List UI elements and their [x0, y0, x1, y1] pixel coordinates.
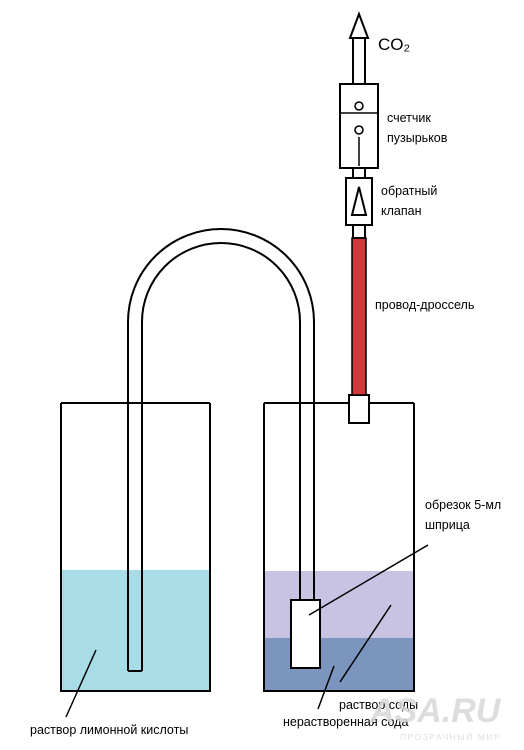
citric-solution-liquid — [61, 570, 210, 691]
watermark-brand: ASA.RU — [369, 692, 502, 730]
valve-lower-connector — [352, 224, 366, 239]
throttle-wire — [351, 237, 367, 396]
bubble-counter-label-line2: пузырьков — [387, 131, 448, 145]
left-vessel — [60, 402, 211, 692]
undissolved-soda-label: нерастворенная сода — [283, 715, 408, 729]
check-valve — [345, 177, 373, 226]
check-valve-label-line2: клапан — [381, 204, 422, 218]
soda-solution-pointer — [339, 604, 392, 683]
right-vessel-outline — [263, 403, 415, 692]
right-vessel — [263, 402, 415, 692]
bubble-lower — [354, 125, 364, 135]
undissolved-soda-pointer — [317, 665, 335, 710]
watermark-tagline: ПРОЗРАЧНЫЙ МИР — [400, 731, 501, 742]
bubble-counter-label-line1: счетчик — [387, 111, 431, 125]
co2-label: CO₂ — [378, 35, 410, 54]
syringe-pointer — [308, 544, 429, 616]
check-valve-triangle-icon — [350, 186, 368, 216]
check-valve-body — [345, 177, 373, 226]
outlet-tube — [352, 37, 366, 85]
syringe-label-line1: обрезок 5-мл — [425, 498, 501, 512]
soda-solution-label: раствор соды — [339, 698, 418, 712]
counter-lower-connector — [352, 167, 366, 179]
check-valve-label-line1: обратный — [381, 184, 437, 198]
bubble-counter — [339, 83, 379, 169]
syringe-piece — [290, 599, 321, 669]
throttle-wire-label: провод-дроссель — [375, 298, 474, 312]
soda-solution-liquid — [264, 571, 414, 638]
lid-fitting — [348, 394, 370, 424]
tube-outer-wall — [127, 228, 315, 671]
left-vessel-outline — [60, 403, 211, 692]
connecting-tube — [127, 228, 315, 672]
watermark: ASA.RU ПРОЗРАЧНЫЙ МИР — [369, 692, 502, 742]
up-arrow-icon — [348, 11, 370, 39]
bubble-upper — [354, 101, 364, 111]
syringe-label-line2: шприца — [425, 518, 470, 532]
citric-solution-label: раствор лимонной кислоты — [30, 723, 188, 737]
tube-inner-wall — [141, 242, 301, 671]
citric-solution-pointer — [65, 649, 97, 718]
undissolved-soda-layer — [264, 638, 414, 691]
